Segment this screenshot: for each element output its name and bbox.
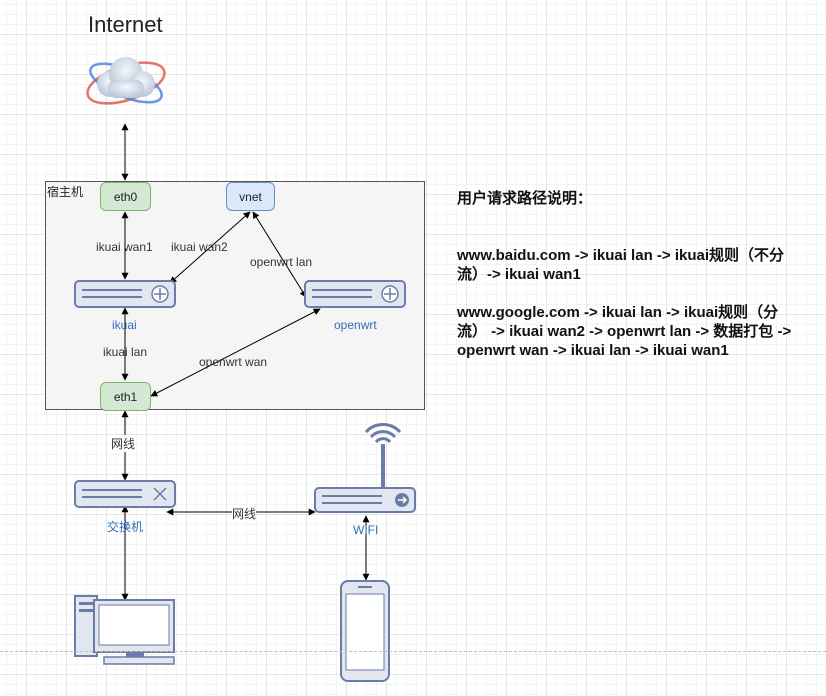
description-heading: 用户请求路径说明： — [457, 190, 593, 207]
openwrt-label: openwrt — [334, 318, 377, 332]
switch-icon — [74, 480, 176, 508]
edge-label-cable-2: 网线 — [232, 505, 257, 522]
desktop-pc-icon — [74, 595, 175, 665]
edge-label-ikuai-wan2: ikuai wan2 — [171, 240, 228, 254]
openwrt-router-icon — [304, 280, 406, 308]
internet-cloud-icon — [86, 57, 166, 105]
edge-label-ikuai-lan: ikuai lan — [103, 345, 148, 359]
page-break-line — [0, 651, 826, 652]
internet-title: Internet — [88, 12, 163, 37]
description-path-baidu: www.baidu.com -> ikuai lan -> ikuai规则（不分… — [457, 247, 785, 283]
edge-vnet-ikuai — [169, 211, 251, 284]
edge-label-ikuai-wan1: ikuai wan1 — [96, 240, 153, 254]
host-machine-label: 宿主机 — [47, 185, 84, 199]
ikuai-router-icon — [74, 280, 176, 308]
ikuai-label: ikuai — [112, 318, 137, 332]
switch-label: 交换机 — [107, 520, 144, 534]
eth1-node: eth1 — [100, 382, 151, 411]
description-path-google: www.google.com -> ikuai lan -> ikuai规则（分… — [457, 304, 792, 359]
edge-label-openwrt-wan: openwrt wan — [199, 355, 268, 369]
eth0-node: eth0 — [100, 182, 151, 211]
edge-openwrt-eth1 — [150, 308, 321, 397]
edge-label-cable-1: 网线 — [111, 435, 136, 452]
phone-icon — [340, 580, 390, 682]
edge-vnet-openwrt — [252, 211, 307, 298]
edge-label-openwrt-lan: openwrt lan — [250, 255, 313, 269]
vnet-node: vnet — [226, 182, 275, 211]
wifi-ap-icon — [314, 422, 416, 513]
wifi-label: WIFI — [353, 523, 379, 537]
